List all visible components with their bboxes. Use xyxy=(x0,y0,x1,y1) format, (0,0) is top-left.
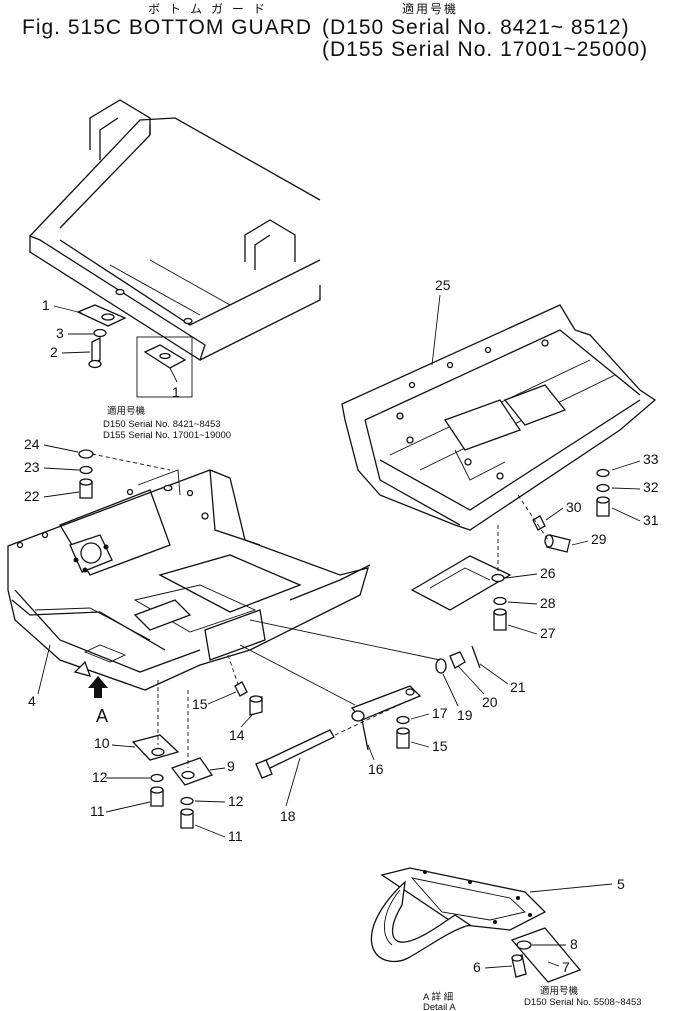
callout-11b: 11 xyxy=(228,828,243,844)
callout-12a: 12 xyxy=(92,769,108,785)
callout-11a: 11 xyxy=(90,803,105,819)
callout-25: 25 xyxy=(435,277,451,293)
callout-14: 15 xyxy=(192,696,208,712)
callout-4: 4 xyxy=(28,693,36,709)
callout-6: 6 xyxy=(473,959,481,975)
callout-10: 10 xyxy=(94,735,110,751)
view-arrow-label: A xyxy=(96,706,108,726)
callout-29: 29 xyxy=(591,531,607,547)
detail-a-label-en: Detail A xyxy=(423,1002,456,1011)
inset-2-line-1: D150 Serial No. 5508~8453 xyxy=(524,997,642,1008)
callout-13: 14 xyxy=(229,727,245,743)
callout-1: 1 xyxy=(42,297,50,313)
callout-3: 3 xyxy=(56,325,64,341)
title-kana: ボトムガード xyxy=(148,2,275,16)
callout-9: 9 xyxy=(227,758,235,774)
tow-hook-detail-drawing xyxy=(370,867,582,983)
callout-20: 20 xyxy=(482,694,498,710)
callout-32: 32 xyxy=(643,479,659,495)
detail-a-label-jp: A 詳 細 xyxy=(423,991,453,1003)
callout-23: 23 xyxy=(24,459,40,475)
inset-callout-1: 1 xyxy=(172,384,180,400)
callout-16: 15 xyxy=(432,738,448,754)
callout-12b: 12 xyxy=(228,793,244,809)
callout-2: 2 xyxy=(50,344,58,360)
callout-22: 22 xyxy=(24,488,40,504)
callout-26: 26 xyxy=(540,565,556,581)
callout-21: 21 xyxy=(510,679,526,695)
callout-8: 8 xyxy=(570,936,578,952)
view-arrow-icon xyxy=(88,676,108,698)
callout-24: 24 xyxy=(24,436,40,452)
callout-5: 5 xyxy=(617,876,625,892)
callout-28: 28 xyxy=(540,595,556,611)
applicability-heading: 適用号機 xyxy=(402,2,459,16)
callout-19: 19 xyxy=(457,707,473,723)
callout-31: 31 xyxy=(643,512,659,528)
callout-7: 7 xyxy=(562,959,570,975)
callout-33: 33 xyxy=(643,451,659,467)
front-guard-4-drawing xyxy=(7,469,371,691)
frame-rails-drawing xyxy=(29,99,321,398)
inset-1-line-2: D155 Serial No. 17001~19000 xyxy=(103,430,231,441)
serial-range-d155: (D155 Serial No. 17001~25000) xyxy=(322,38,649,61)
inset-1-heading: 適用号機 xyxy=(107,405,146,417)
serial-range-d150: (D150 Serial No. 8421~ 8512) xyxy=(322,16,630,39)
rear-guard-25-drawing xyxy=(341,304,657,531)
callout-18: 18 xyxy=(280,808,296,824)
callout-27: 27 xyxy=(540,625,556,641)
inset-2-heading: 適用号機 xyxy=(540,985,579,997)
callout-15: 16 xyxy=(368,761,384,777)
callout-30: 30 xyxy=(566,499,582,515)
figure-title: Fig. 515C BOTTOM GUARD xyxy=(22,16,312,39)
inset-1-line-1: D150 Serial No. 8421~8453 xyxy=(103,419,221,430)
callout-17: 17 xyxy=(432,705,448,721)
